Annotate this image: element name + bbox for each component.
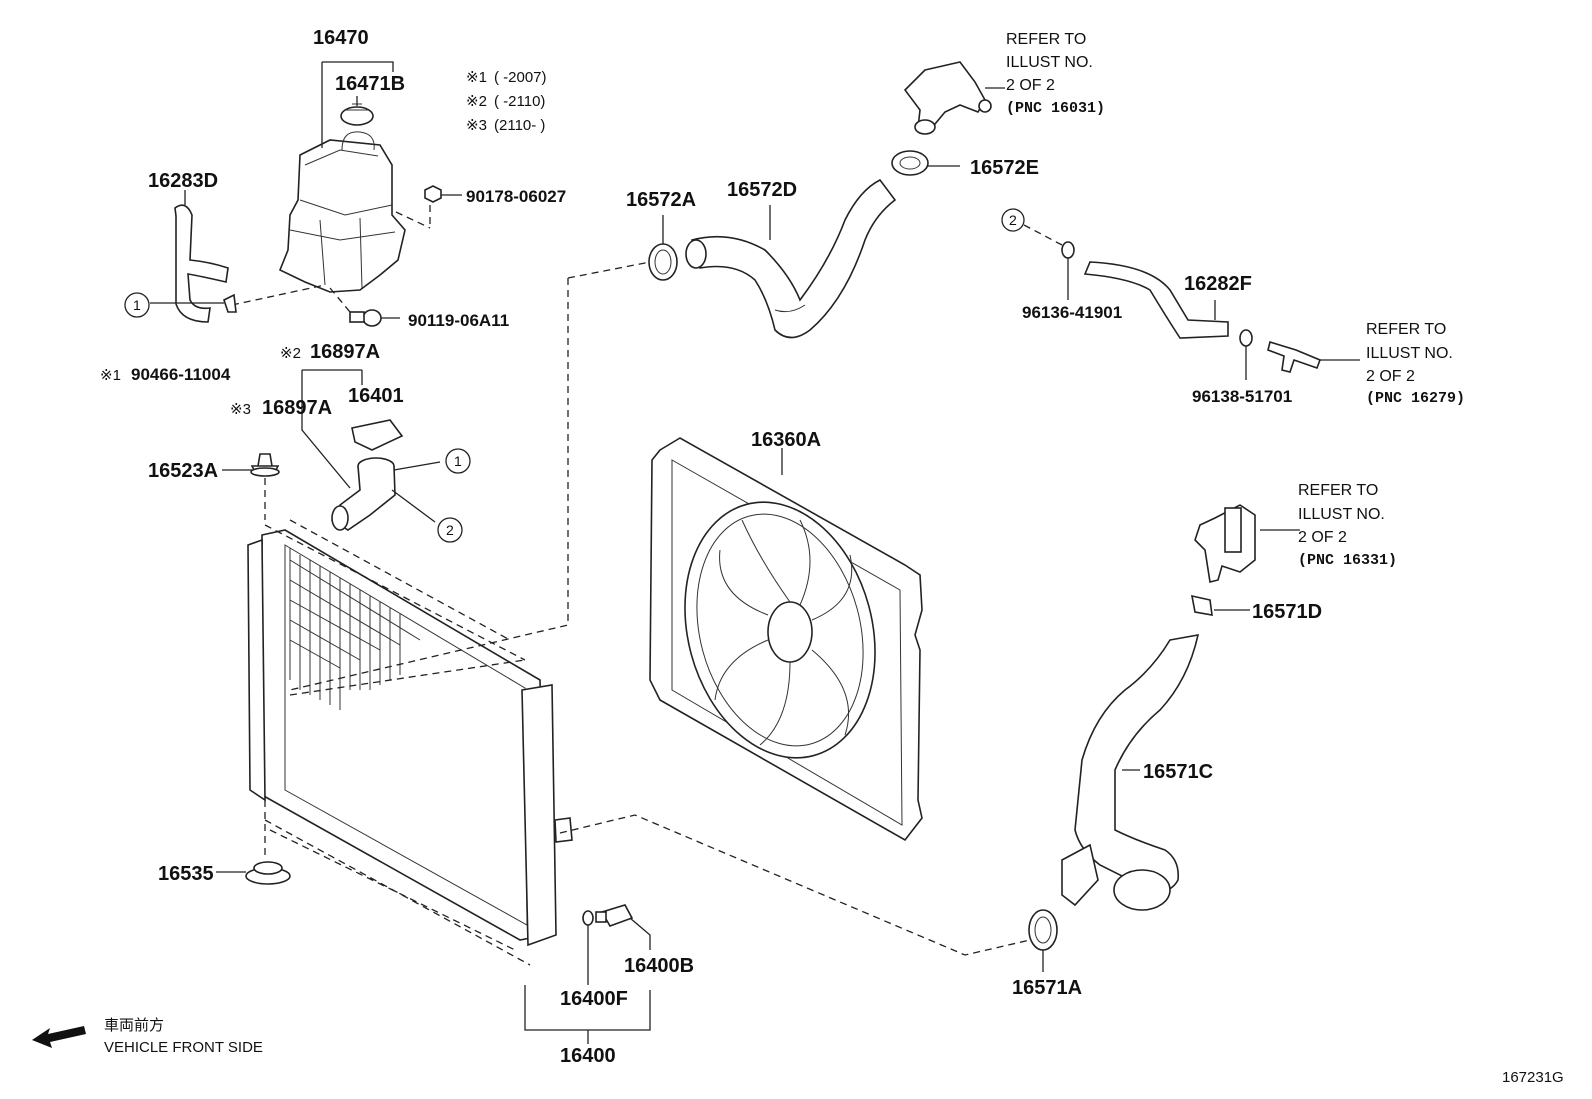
bolt-90119[interactable] [349,309,382,327]
label-16571D[interactable]: 16571D [1252,601,1322,623]
grommet-lower[interactable] [245,861,291,885]
overflow-hose[interactable] [174,204,229,323]
reservoir-cap[interactable] [340,103,374,126]
label-16471B[interactable]: 16471B [335,73,405,95]
ref1-line1: REFER TO [1006,31,1086,48]
circle-2-neck-label: 2 [446,522,454,538]
clamp-96136[interactable] [1061,241,1075,259]
label-16282F[interactable]: 16282F [1184,273,1252,295]
front-arrow-icon [32,1026,86,1048]
label-16523A[interactable]: 16523A [148,460,218,482]
label-16572A[interactable]: 16572A [626,189,696,211]
reservoir-tank[interactable] [278,131,406,293]
vehicle-front-en: VEHICLE FRONT SIDE [104,1039,263,1056]
water-outlet[interactable] [903,61,992,135]
o-ring[interactable] [582,910,594,926]
filler-cap[interactable] [351,419,404,451]
label-16571C[interactable]: 16571C [1143,761,1213,783]
filler-neck[interactable] [330,457,396,531]
ref2-line3: 2 OF 2 [1366,368,1415,385]
label-16535[interactable]: 16535 [158,863,214,885]
ref1-line2: ILLUST NO. [1006,54,1093,71]
label-96136-41901[interactable]: 96136-41901 [1022,303,1122,322]
label-90178-06027[interactable]: 90178-06027 [466,187,566,206]
circle-1-neck-label: 1 [454,453,462,469]
label-16400[interactable]: 16400 [560,1045,616,1067]
label-16400B[interactable]: 16400B [624,955,694,977]
circle-1-neck [445,448,471,474]
note-mark-3: ※3 [230,401,251,418]
bypass-pipe[interactable] [1267,340,1322,373]
clamp-16571D[interactable] [1190,594,1213,616]
radiator[interactable] [247,529,573,947]
ref2-line1: REFER TO [1366,321,1446,338]
clamp-16572A[interactable] [648,243,678,281]
ref2-line2: ILLUST NO. [1366,345,1453,362]
grommet-upper[interactable] [250,453,280,477]
note-mark-2: ※2 [280,345,301,362]
label-90466-11004[interactable]: 90466-11004 [131,365,231,384]
ref3-line3: 2 OF 2 [1298,529,1347,546]
upper-radiator-hose[interactable] [685,178,897,339]
label-16470[interactable]: 16470 [313,27,369,49]
label-16572D[interactable]: 16572D [727,179,797,201]
note-1-mark: ※1 [466,69,487,86]
note-3-range: (2110- ) [494,117,545,134]
label-16897A-2[interactable]: 16897A [310,341,380,363]
circle-1-left-label: 1 [133,297,141,313]
circle-1-left [124,292,150,318]
label-16401[interactable]: 16401 [348,385,404,407]
circle-2-right-label: 2 [1009,212,1017,228]
ref1-line3: 2 OF 2 [1006,77,1055,94]
label-16572E[interactable]: 16572E [970,157,1039,179]
clip-90466[interactable] [223,293,237,313]
circle-2-right [1001,208,1025,232]
clip-90178[interactable] [424,185,442,203]
bypass-hose[interactable] [1083,261,1229,339]
vehicle-front-jp: 車両前方 [104,1017,164,1034]
label-16283D[interactable]: 16283D [148,170,218,192]
ref2-line4[interactable]: (PNC 16279) [1366,390,1465,407]
note-1-range: ( -2007) [494,69,547,86]
ref3-line2: ILLUST NO. [1298,506,1385,523]
clamp-96138[interactable] [1239,329,1253,347]
note-mark-1: ※1 [100,367,121,384]
label-96138-51701[interactable]: 96138-51701 [1192,387,1292,406]
drain-plug[interactable] [595,904,634,927]
label-16360A[interactable]: 16360A [751,429,821,451]
lower-radiator-hose[interactable] [1061,634,1200,911]
ref3-line1: REFER TO [1298,482,1378,499]
illustration-id: 167231G [1502,1069,1564,1086]
note-2-mark: ※2 [466,93,487,110]
clamp-16572E[interactable] [891,150,929,176]
circle-2-neck [437,517,463,543]
ref3-line4[interactable]: (PNC 16331) [1298,552,1397,569]
note-3-mark: ※3 [466,117,487,134]
label-16897A-3[interactable]: 16897A [262,397,332,419]
fan-shroud[interactable] [649,437,923,842]
note-2-range: ( -2110) [494,93,545,110]
thermostat-housing[interactable] [1194,504,1256,583]
label-16571A[interactable]: 16571A [1012,977,1082,999]
label-90119-06A11[interactable]: 90119-06A11 [408,311,509,330]
ref1-line4[interactable]: (PNC 16031) [1006,100,1105,117]
label-16400F[interactable]: 16400F [560,988,628,1010]
clamp-16571A[interactable] [1028,909,1058,951]
